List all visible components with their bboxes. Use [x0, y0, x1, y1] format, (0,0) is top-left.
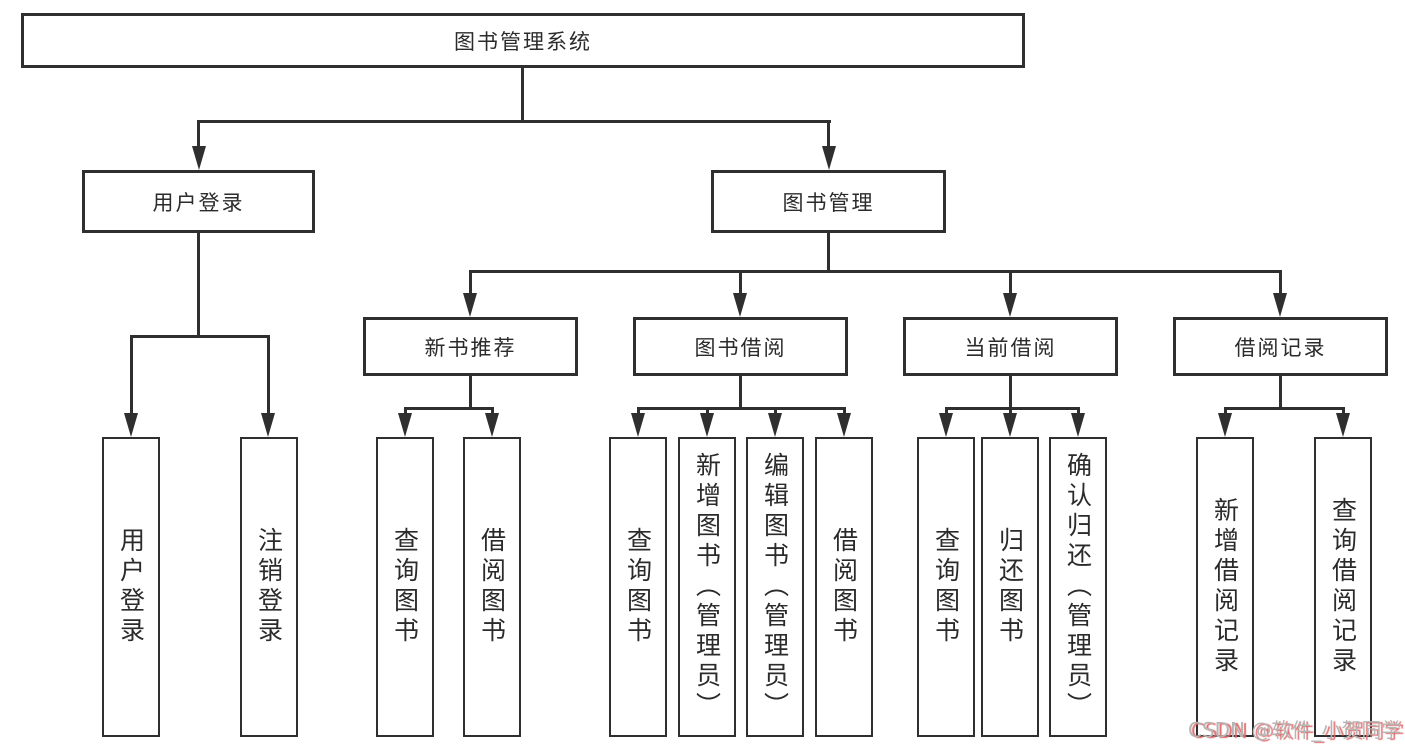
connector-line: [1077, 407, 1080, 415]
node-user-login: 用户登录: [82, 170, 315, 233]
connector-line: [1009, 376, 1012, 407]
connector-line: [739, 376, 742, 407]
connector-line: [404, 407, 407, 415]
connector-line: [267, 335, 270, 415]
connector-line: [130, 335, 270, 338]
node-label: 用户登录: [152, 190, 245, 215]
connector-line: [1279, 270, 1282, 295]
connector-line: [130, 335, 133, 415]
arrow-down-icon: [768, 413, 782, 437]
connector-line: [521, 68, 524, 120]
arrow-down-icon: [631, 413, 645, 437]
arrow-down-icon: [822, 146, 836, 170]
arrow-down-icon: [700, 413, 714, 437]
arrow-down-icon: [733, 293, 747, 317]
arrow-down-icon: [485, 413, 499, 437]
node-book-borrow: 图书借阅: [633, 317, 848, 376]
arrow-down-icon: [192, 146, 206, 170]
node-label: 借阅记录: [1234, 335, 1327, 360]
node-label: 归还图书: [995, 527, 1025, 647]
connector-line: [827, 233, 830, 270]
node-current-borrow: 当前借阅: [903, 317, 1118, 376]
node-label: 新增图书（管理员）: [692, 452, 722, 722]
node-label: 查询图书: [390, 527, 420, 647]
connector-line: [637, 407, 640, 415]
connector-line: [404, 407, 494, 410]
node-label: 图书管理: [782, 190, 875, 215]
arrow-down-icon: [124, 413, 138, 437]
arrow-down-icon: [1336, 413, 1350, 437]
connector-line: [706, 407, 709, 415]
node-label: 查询图书: [931, 527, 961, 647]
connector-line: [637, 407, 846, 410]
connector-line: [197, 120, 831, 123]
arrow-down-icon: [398, 413, 412, 437]
node-label: 当前借阅: [964, 335, 1057, 360]
arrow-down-icon: [1003, 413, 1017, 437]
node-label: 编辑图书（管理员）: [760, 452, 790, 722]
connector-line: [945, 407, 948, 415]
connector-line: [843, 407, 846, 415]
connector-line: [469, 270, 472, 295]
connector-line: [469, 270, 1282, 273]
arrow-down-icon: [261, 413, 275, 437]
connector-line: [739, 270, 742, 295]
connector-line: [1224, 407, 1227, 415]
leaf-confirm-return-admin: 确认归还（管理员）: [1049, 437, 1107, 737]
node-label: 注销登录: [254, 527, 284, 647]
node-label: 图书管理系统: [454, 29, 592, 54]
node-label: 借阅图书: [477, 527, 507, 647]
node-label: 新书推荐: [424, 335, 517, 360]
connector-line: [469, 376, 472, 407]
leaf-borrow-books: 借阅图书: [815, 437, 873, 737]
arrow-down-icon: [1003, 293, 1017, 317]
connector-line: [491, 407, 494, 415]
leaf-add-borrow-record: 新增借阅记录: [1196, 437, 1254, 737]
leaf-return-books: 归还图书: [981, 437, 1039, 737]
arrow-down-icon: [837, 413, 851, 437]
connector-line: [197, 120, 200, 148]
connector-line: [1009, 407, 1012, 415]
node-new-book-recommend: 新书推荐: [363, 317, 578, 376]
leaf-query-books-current: 查询图书: [917, 437, 975, 737]
connector-line: [827, 120, 830, 148]
leaf-borrow-books-recommend: 借阅图书: [463, 437, 521, 737]
leaf-logout: 注销登录: [240, 437, 298, 737]
connector-line: [1279, 376, 1282, 407]
connector-line: [1342, 407, 1345, 415]
node-root-library-system: 图书管理系统: [21, 13, 1025, 68]
node-label: 查询借阅记录: [1328, 497, 1358, 677]
leaf-query-books: 查询图书: [609, 437, 667, 737]
arrow-down-icon: [939, 413, 953, 437]
leaf-user-login: 用户登录: [102, 437, 160, 737]
leaf-query-borrow-record: 查询借阅记录: [1314, 437, 1372, 737]
leaf-add-books-admin: 新增图书（管理员）: [678, 437, 736, 737]
connector-line: [1009, 270, 1012, 295]
leaf-edit-books-admin: 编辑图书（管理员）: [746, 437, 804, 737]
node-label: 用户登录: [116, 527, 146, 647]
connector-line: [774, 407, 777, 415]
node-label: 借阅图书: [829, 527, 859, 647]
node-label: 图书借阅: [694, 335, 787, 360]
node-label: 查询图书: [623, 527, 653, 647]
node-book-management: 图书管理: [711, 170, 946, 233]
connector-line: [197, 233, 200, 335]
leaf-query-books-recommend: 查询图书: [376, 437, 434, 737]
connector-line: [1224, 407, 1345, 410]
node-label: 新增借阅记录: [1210, 497, 1240, 677]
node-label: 确认归还（管理员）: [1063, 452, 1093, 722]
arrow-down-icon: [463, 293, 477, 317]
node-borrow-records: 借阅记录: [1173, 317, 1388, 376]
arrow-down-icon: [1071, 413, 1085, 437]
csdn-watermark: CSDN @软件_小贺同学: [1188, 718, 1402, 742]
connector-line: [945, 407, 1079, 410]
arrow-down-icon: [1218, 413, 1232, 437]
arrow-down-icon: [1273, 293, 1287, 317]
